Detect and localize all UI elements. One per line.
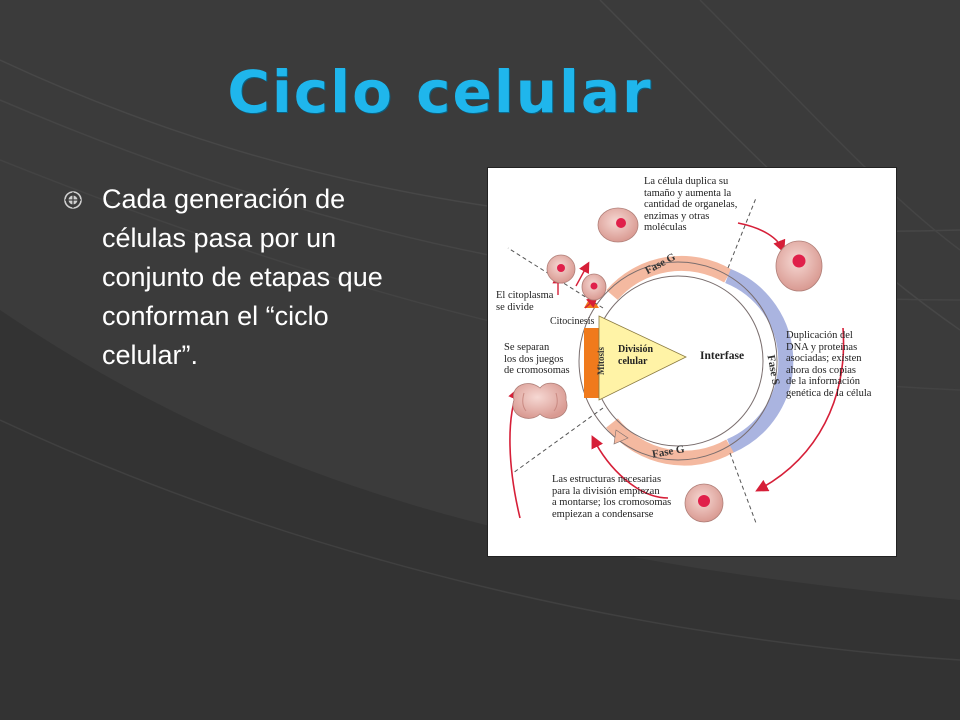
- cell-right: [775, 240, 823, 292]
- annotation-separate: Se separan los dos juegos de cromosomas: [504, 342, 570, 376]
- arrow-dna: [755, 327, 845, 492]
- cell-daughter-b: [581, 273, 607, 301]
- arrow-growth: [737, 222, 786, 253]
- bullet-text: Cada generación de células pasa por un c…: [102, 184, 383, 370]
- bullet-circle-icon: [64, 191, 82, 209]
- annotation-structures: Las estructuras necesarias para la divis…: [552, 474, 672, 520]
- cell-dividing: [512, 382, 568, 419]
- cell-bottom: [684, 483, 724, 523]
- annotation-growth: La célula duplica su tamaño y aumenta la…: [644, 176, 738, 233]
- arrow-cyto-b: [575, 261, 590, 287]
- cell-top: [597, 207, 639, 243]
- annotation-cytoplasm: El citoplasma se divide: [496, 290, 554, 313]
- arrow-structures: [591, 435, 669, 499]
- cell-daughter-a: [546, 254, 576, 284]
- phase-mitosis-label: Mitosis: [596, 347, 606, 375]
- bullet-item: Cada generación de células pasa por un c…: [62, 180, 422, 375]
- cytokinesis-label: Citocinesis: [550, 316, 595, 327]
- slide-title: Ciclo celular: [227, 58, 653, 126]
- mitosis-band: [584, 328, 599, 398]
- cell-cycle-figure: Fase G Fase S Fase G Mitosis Citocinesis…: [488, 168, 896, 556]
- division-triangle: [598, 315, 687, 401]
- g1-phase-arc: [606, 255, 732, 301]
- division-label: División celular: [618, 344, 654, 367]
- annotation-dna: Duplicación del DNA y proteínas asociada…: [786, 330, 872, 399]
- cell-cycle-diagram: [507, 197, 845, 524]
- s-phase-arc: [725, 269, 794, 453]
- interphase-label: Interfase: [700, 350, 745, 362]
